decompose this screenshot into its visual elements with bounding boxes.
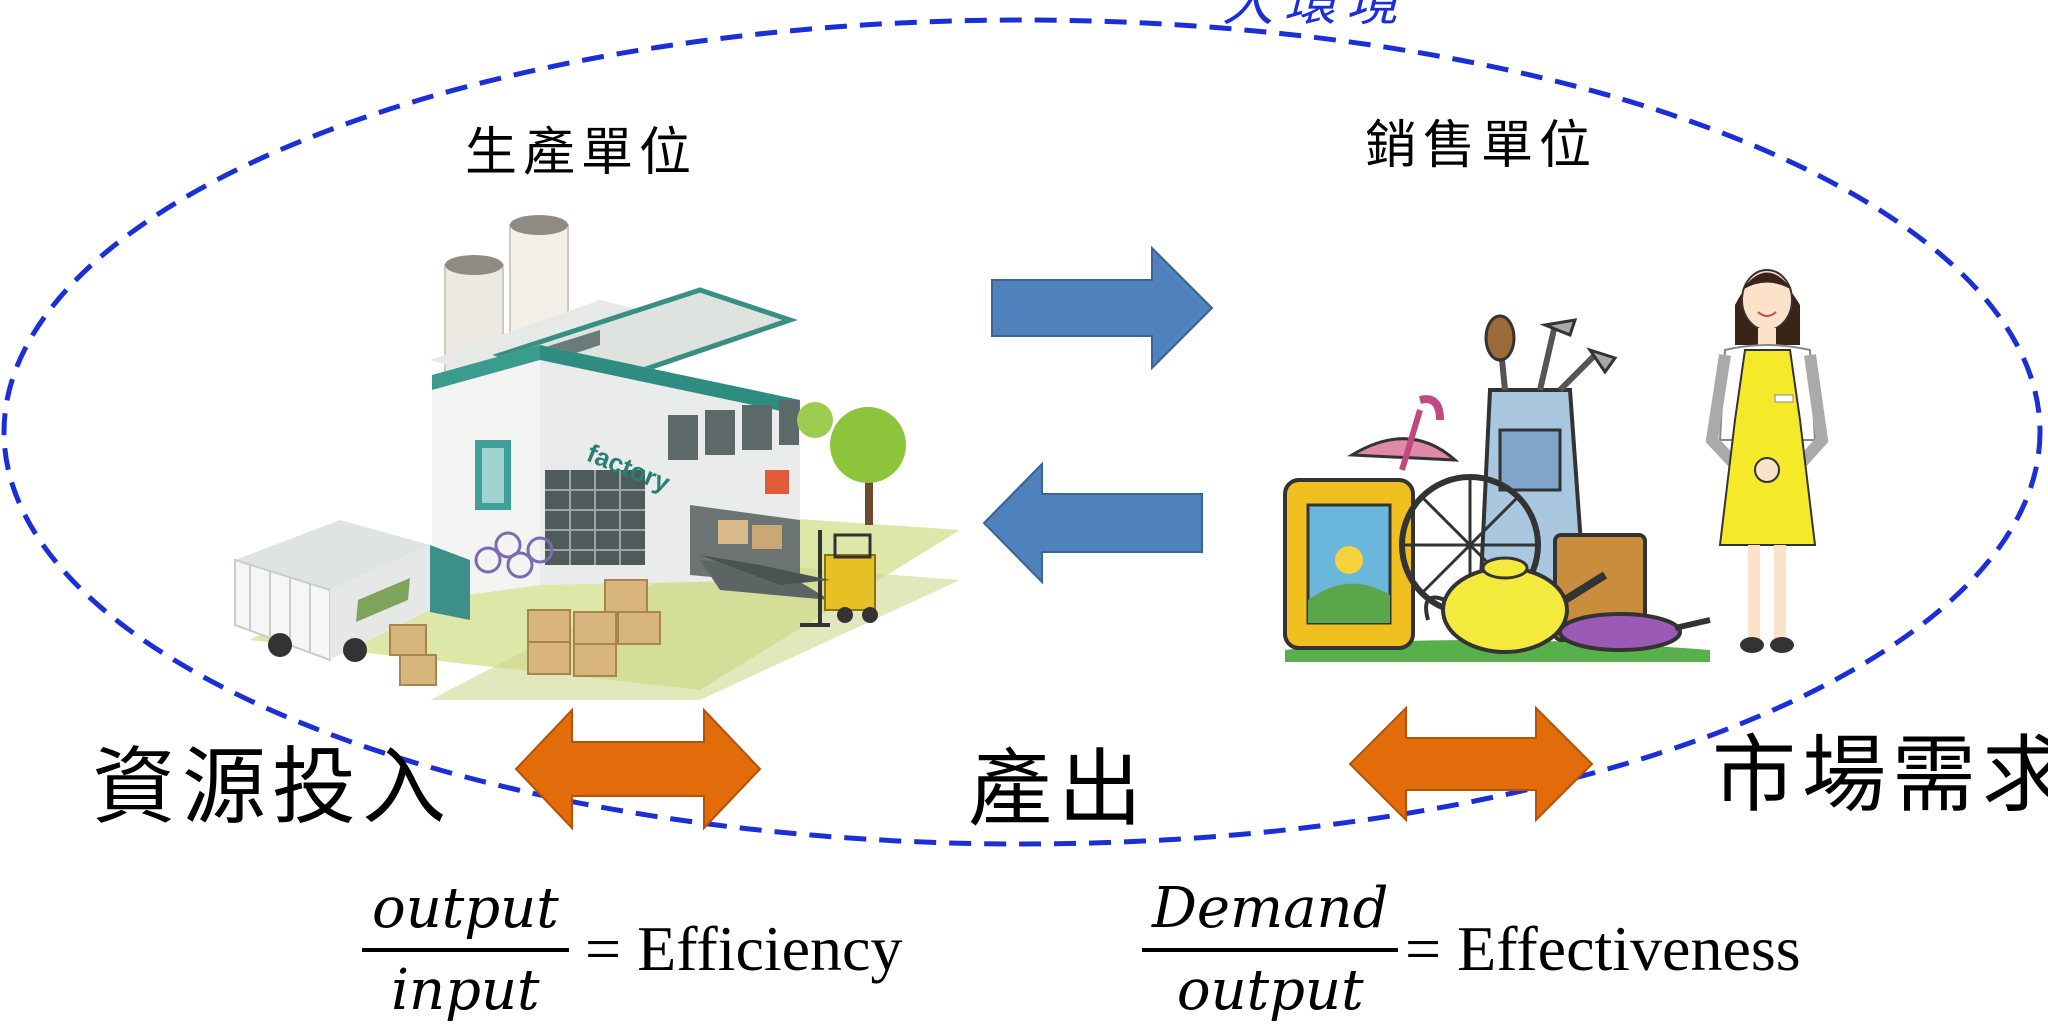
effectiveness-fraction-bar <box>1142 948 1399 952</box>
resource-input-label: 資源投入 <box>92 738 453 836</box>
efficiency-fraction-bar <box>362 948 569 952</box>
environment-label: 大環境 <box>1222 0 1409 33</box>
market-demand-label: 市場需求 <box>1712 726 2048 824</box>
effectiveness-result: = Effectiveness <box>1405 913 1801 984</box>
environment-ellipse <box>1 17 2043 847</box>
merchandise-illustration <box>1283 314 1711 662</box>
efficiency-denominator: input <box>391 958 540 1023</box>
effectiveness-denominator: output <box>1176 958 1364 1023</box>
blue-arrow-left <box>982 461 1203 585</box>
efficiency-result: = Efficiency <box>585 913 903 984</box>
orange-double-arrow-left <box>514 707 762 831</box>
efficiency-numerator: output <box>372 876 559 941</box>
output-label: 產出 <box>968 740 1149 838</box>
factory-illustration: factory <box>234 215 960 700</box>
orange-double-arrow-right <box>1348 705 1594 823</box>
saleswoman-illustration <box>1705 269 1829 653</box>
effectiveness-fraction: Demand output <box>1142 870 1399 1030</box>
effectiveness-numerator: Demand <box>1152 876 1389 941</box>
production-unit-label: 生產單位 <box>465 123 698 183</box>
blue-arrow-right <box>991 245 1214 371</box>
sales-unit-label: 銷售單位 <box>1365 116 1598 176</box>
efficiency-fraction: output input <box>362 870 569 1030</box>
